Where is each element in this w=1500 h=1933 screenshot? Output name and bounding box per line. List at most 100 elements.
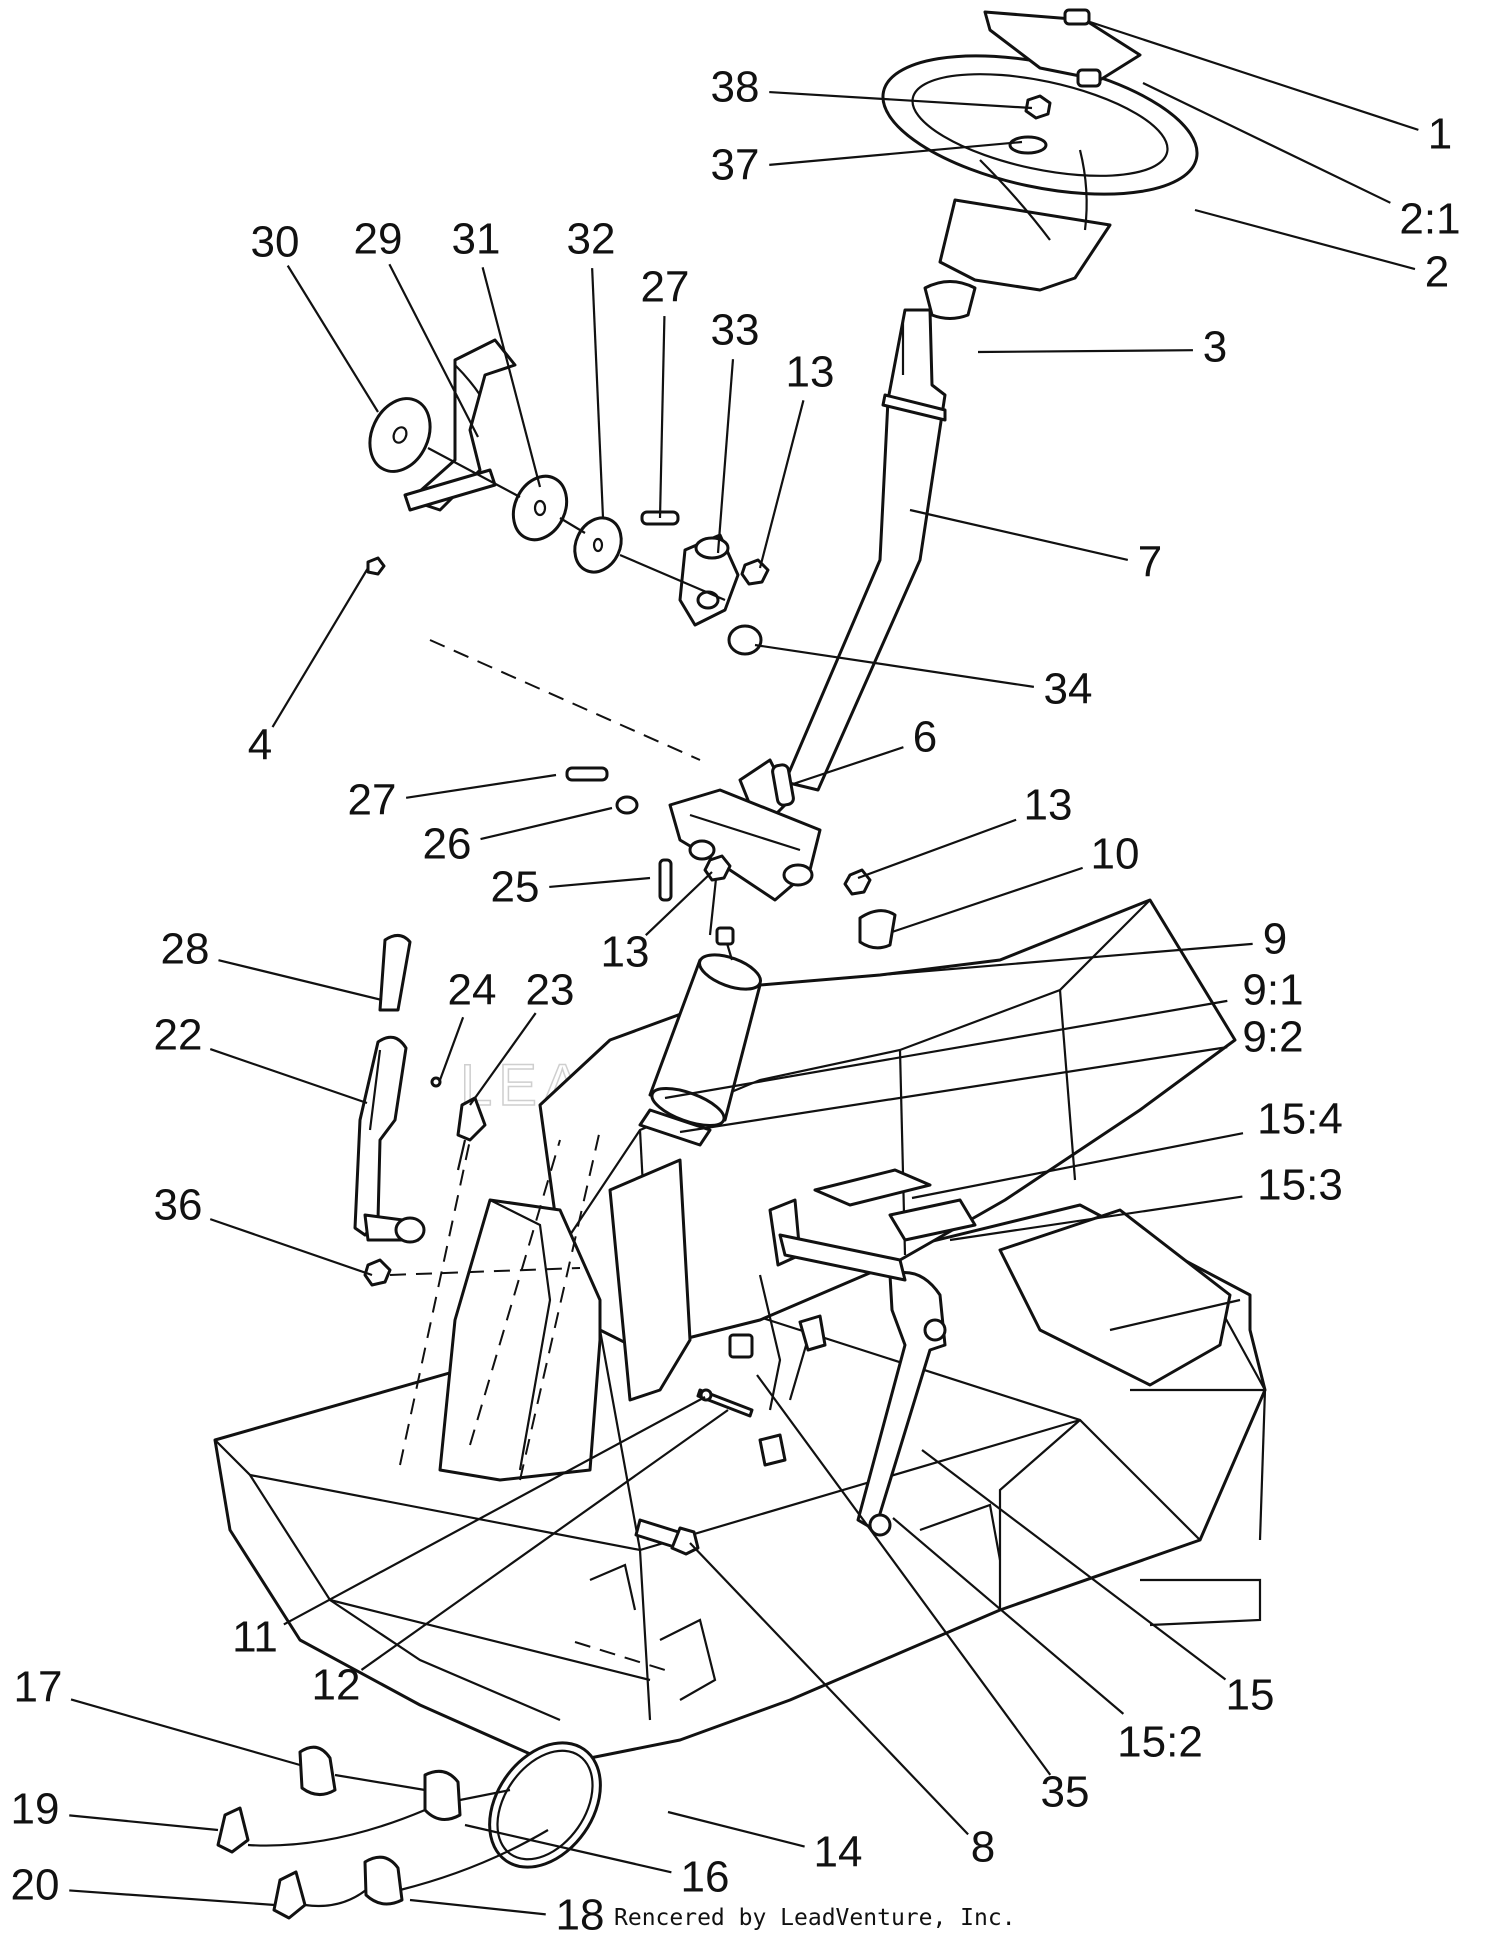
part-28-pad — [378, 934, 412, 1012]
part-13-nut-upper — [740, 558, 770, 586]
callout-label-c6: 6 — [913, 713, 937, 762]
part-10-spacer — [858, 909, 897, 950]
leader-line-c15-3 — [949, 1195, 1243, 1242]
callout-label-c17: 17 — [14, 1663, 63, 1712]
leader-line-c19 — [69, 1814, 219, 1832]
leader-line-c15-2 — [892, 1517, 1125, 1715]
leader-line-c24 — [438, 1016, 465, 1081]
leader-line-c8 — [689, 1542, 969, 1836]
leader-line-c11 — [283, 1396, 706, 1626]
leader-line-c28 — [218, 959, 383, 1002]
leader-line-c13c — [857, 818, 1017, 880]
leader-line-c29 — [388, 263, 479, 438]
leader-line-c31 — [481, 267, 542, 488]
callout-label-c19: 19 — [11, 1785, 60, 1834]
callout-label-c9-2: 9:2 — [1242, 1013, 1303, 1062]
callout-label-c15-4: 15:4 — [1257, 1095, 1343, 1144]
callout-label-c15: 15 — [1226, 1671, 1275, 1720]
callout-label-c14: 14 — [814, 1828, 863, 1877]
leader-line-c10 — [891, 866, 1083, 934]
leader-line-c15 — [921, 1449, 1227, 1681]
leader-line-c35 — [756, 1374, 1052, 1776]
callout-label-c13b: 13 — [601, 928, 650, 977]
callout-label-c8: 8 — [971, 1823, 995, 1872]
leader-line-c2 — [1194, 208, 1416, 271]
leader-line-c9-2 — [679, 1046, 1228, 1134]
callout-label-c32: 32 — [567, 215, 616, 264]
leader-line-c4 — [271, 567, 369, 728]
leader-line-c23 — [469, 1012, 537, 1106]
part-38-nut — [1024, 94, 1052, 120]
leader-line-c22 — [209, 1048, 368, 1105]
leader-line-c13a — [758, 400, 805, 569]
callout-label-c10: 10 — [1091, 830, 1140, 879]
callout-label-c22: 22 — [154, 1011, 203, 1060]
steering-column — [668, 308, 947, 936]
callout-label-c28: 28 — [161, 925, 210, 974]
callout-label-c13c: 13 — [1024, 781, 1073, 830]
leader-line-c37 — [769, 140, 1023, 166]
part-16-elbow — [423, 1769, 462, 1821]
steering-wheel — [881, 8, 1199, 320]
leader-line-c36 — [209, 1218, 373, 1277]
part-15-4-plate — [813, 1168, 932, 1207]
callout-label-c25: 25 — [491, 863, 540, 912]
callout-label-c13a: 13 — [786, 348, 835, 397]
callout-label-c27b: 27 — [348, 776, 397, 825]
leader-line-c6 — [789, 746, 904, 787]
part-19-fitting — [216, 1806, 250, 1854]
callout-label-c15-3: 15:3 — [1257, 1161, 1343, 1210]
leader-line-c27b — [405, 773, 557, 799]
callout-label-c31: 31 — [452, 215, 501, 264]
leader-line-c27a — [658, 316, 666, 519]
leader-line-c34 — [754, 643, 1035, 688]
callout-label-c9-1: 9:1 — [1242, 966, 1303, 1015]
hydraulic-fittings — [216, 1741, 602, 1920]
leader-line-c7 — [909, 508, 1129, 561]
leader-line-c16 — [464, 1823, 672, 1874]
leader-line-c33 — [716, 359, 735, 554]
leader-line-c12 — [360, 1409, 729, 1671]
callout-label-c4: 4 — [248, 721, 272, 770]
part-34-bushing — [727, 624, 763, 656]
small-fasteners — [366, 510, 897, 950]
part-1-cap — [1063, 8, 1091, 26]
callout-label-c9: 9 — [1263, 915, 1287, 964]
part-37-washer — [1008, 135, 1048, 155]
part-36-nut — [363, 1258, 392, 1287]
leader-line-c15-4 — [911, 1132, 1244, 1200]
callout-label-c16: 16 — [681, 1853, 730, 1902]
callout-label-c3: 3 — [1203, 323, 1227, 372]
leader-line-c25 — [549, 876, 651, 889]
leader-line-c38 — [769, 90, 1033, 110]
part-20-fitting — [272, 1870, 307, 1920]
callout-label-c36: 36 — [154, 1181, 203, 1230]
part-3-bushing — [923, 280, 977, 320]
callout-label-c23: 23 — [526, 966, 575, 1015]
part-31-washer — [511, 474, 569, 542]
leader-line-c30 — [286, 265, 379, 413]
callout-label-c30: 30 — [251, 218, 300, 267]
callout-label-c15-2: 15:2 — [1117, 1718, 1203, 1767]
callout-label-c29: 29 — [354, 215, 403, 264]
callout-label-c20: 20 — [11, 1861, 60, 1910]
callout-label-c2-1: 2:1 — [1399, 195, 1460, 244]
callout-label-c38: 38 — [711, 63, 760, 112]
part-25-bolt — [658, 858, 673, 902]
callout-leaders — [69, 20, 1419, 1916]
callout-label-c2: 2 — [1425, 248, 1449, 297]
render-credit: Rencered by LeadVenture, Inc. — [614, 1905, 1016, 1931]
leader-line-c14 — [667, 1810, 805, 1848]
leader-line-c13b — [645, 871, 713, 936]
callout-label-c27a: 27 — [641, 263, 690, 312]
callout-label-c34: 34 — [1044, 665, 1093, 714]
leader-line-c18 — [409, 1898, 546, 1916]
part-4-nut — [366, 556, 386, 576]
callout-label-c26: 26 — [423, 820, 472, 869]
part-24-pin — [430, 1076, 442, 1088]
part-15-3-plate — [888, 1198, 977, 1242]
leader-line-c9 — [759, 942, 1253, 987]
